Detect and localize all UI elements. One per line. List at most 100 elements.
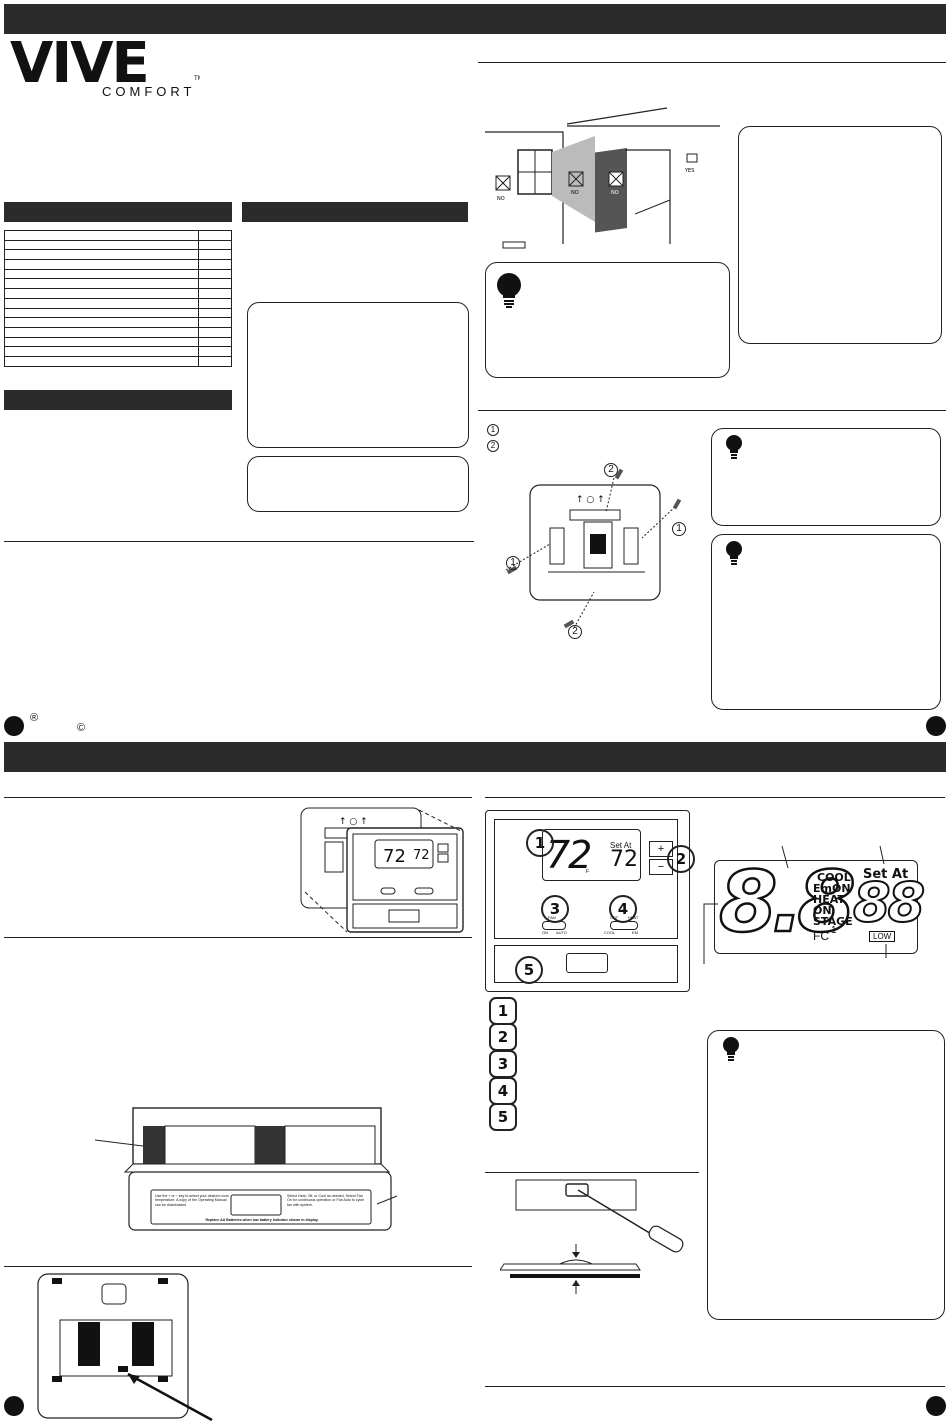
table-row	[4, 239, 232, 251]
vive-logo-icon: VIVE TM	[10, 31, 203, 96]
location-label-4: YES	[684, 168, 694, 174]
diagram-marker-2-top: 2	[604, 463, 618, 477]
latch-release-diagram	[499, 1176, 690, 1300]
battery-label-left: Use the + or − key to select your desire…	[155, 1194, 229, 1207]
logo-subtext: COMFORT	[102, 84, 196, 99]
table-row	[4, 346, 232, 357]
diagram-marker-1-right: 1	[672, 522, 686, 536]
lcd-mode-cool: COOL	[817, 871, 851, 884]
logo-trademark: TM	[193, 75, 200, 82]
diagram-marker-1-left: 1	[506, 556, 520, 570]
system-option-em: EM	[632, 930, 638, 935]
table-row	[4, 268, 232, 280]
lcd-mode-on: ON	[813, 904, 832, 917]
callout-3: 3	[541, 895, 569, 923]
contents-table	[4, 230, 232, 367]
table-row	[4, 336, 232, 348]
location-illustration: NO NO NO YES	[485, 104, 730, 254]
table-row	[4, 278, 232, 290]
table-row	[4, 307, 232, 319]
table-row	[4, 259, 232, 270]
table-row	[4, 288, 232, 299]
lcd-fc: FC	[813, 929, 829, 943]
callout-4: 4	[609, 895, 637, 923]
divider	[485, 797, 945, 798]
divider	[478, 410, 946, 411]
lightbulb-icon	[723, 1037, 739, 1061]
section-header-introduction	[242, 202, 468, 222]
system-option-cool: COOL	[604, 930, 616, 935]
lightbulb-icon	[726, 541, 742, 565]
wallplate-diagram: ↑ ○ ↑ 2 1 1 2	[500, 460, 695, 645]
tip-box	[711, 428, 941, 526]
table-row	[4, 230, 232, 241]
diagram-marker-2-bottom: 2	[568, 625, 582, 639]
svg-text:↑ ○ ↑: ↑ ○ ↑	[576, 495, 605, 505]
page2-header-band	[4, 742, 946, 772]
fan-option-auto: AUTO	[556, 930, 568, 935]
note-box	[247, 456, 469, 512]
top-header-band	[4, 4, 946, 34]
list-marker-4: 4	[489, 1077, 517, 1105]
logo-wordmark: VIVE	[10, 36, 148, 96]
divider	[485, 1172, 699, 1173]
lcd-mode-stage: STAGE	[813, 915, 853, 928]
tip-box	[711, 534, 941, 710]
callout-2: 2	[667, 845, 695, 873]
list-marker-5: 5	[489, 1103, 517, 1131]
divider	[4, 1266, 472, 1267]
section-header-specifications	[4, 390, 232, 410]
copyright-mark: ©	[77, 722, 86, 734]
callout-1: 1	[526, 829, 554, 857]
brand-logo: VIVE TM COMFORT	[10, 31, 203, 100]
thermostat-back-diagram	[36, 1272, 226, 1422]
battery-label-bottom: Replace AA Batteries when low battery in…	[205, 1218, 319, 1222]
page-number-badge	[926, 716, 946, 736]
table-row	[4, 249, 232, 261]
lcd-mode-emon: EmON	[813, 882, 851, 895]
location-label-3: NO	[611, 190, 619, 196]
registered-mark: ®	[30, 712, 39, 724]
divider	[485, 1386, 945, 1387]
lcd-main-digits: 8.8	[718, 852, 857, 953]
step-marker-1: 1	[487, 424, 499, 436]
lcd-set-at: Set At	[863, 867, 909, 882]
table-row	[4, 326, 232, 338]
warning-box	[247, 302, 469, 448]
list-marker-3: 3	[489, 1050, 517, 1078]
thermostat-panel	[494, 819, 678, 939]
tip-box	[485, 262, 730, 378]
set-temp-readout: 72	[610, 847, 638, 872]
set-at-label: Set At	[610, 841, 632, 850]
location-guidelines-box	[738, 126, 942, 344]
table-row	[4, 355, 232, 367]
location-label-1: NO	[497, 196, 505, 202]
svg-text:↑ ○ ↑: ↑ ○ ↑	[339, 817, 368, 827]
mini-display-set: 72	[413, 848, 430, 863]
table-row	[4, 317, 232, 328]
divider	[478, 62, 946, 63]
page-number-badge	[926, 1396, 946, 1416]
battery-compartment-diagram: Use the + or − key to select your desire…	[94, 1100, 405, 1235]
crossed-out-icon	[495, 171, 624, 191]
divider	[4, 937, 472, 938]
page-number-badge	[4, 1396, 24, 1416]
location-label-2: NO	[571, 190, 579, 196]
table-row	[4, 297, 232, 309]
door-latch[interactable]	[566, 953, 608, 973]
divider	[4, 541, 474, 542]
list-marker-1: 1	[489, 997, 517, 1025]
lcd-low-battery: LOW	[869, 931, 896, 942]
step-marker-2: 2	[487, 440, 499, 452]
temp-unit: F	[586, 869, 590, 875]
lcd-set-digits: 88	[852, 870, 926, 935]
callout-5: 5	[515, 956, 543, 984]
lcd-stage-number: 1	[831, 925, 837, 936]
section-header-contents	[4, 202, 232, 222]
lightbulb-icon	[726, 435, 742, 459]
tip-box	[707, 1030, 945, 1320]
mini-display-temp: 72	[383, 846, 406, 867]
page-number-badge	[4, 716, 24, 736]
thermostat-door[interactable]	[494, 945, 678, 983]
lcd-leader-lines	[703, 845, 887, 964]
